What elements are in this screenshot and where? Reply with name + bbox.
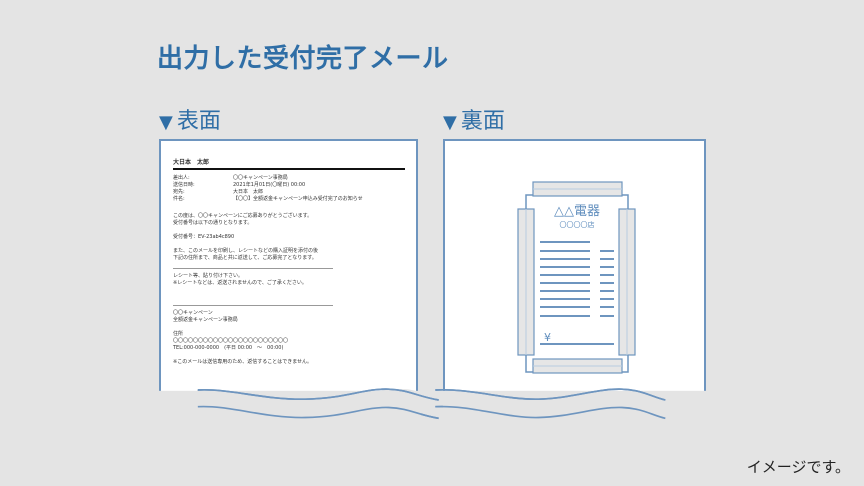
page-title: 出力した受付完了メール bbox=[157, 44, 449, 74]
header-key: 件名: bbox=[173, 196, 185, 202]
mail-body-line: また、このメールを印刷し、レシートなどの購入証明を添付の後 bbox=[173, 248, 319, 254]
triangle-down-icon: ▼ bbox=[159, 112, 173, 133]
footer-line: TEL:000-000-0000 (平日 00:00 〜 00:00) bbox=[173, 345, 284, 351]
mail-recipient: 大日本 太郎 bbox=[173, 159, 405, 170]
front-label-text: 表面 bbox=[176, 109, 221, 134]
mail-body-line: この度は、〇〇キャンペーンにご応募ありがとうございます。 bbox=[173, 213, 313, 219]
mail-header-row: 件名: 【〇〇】全額返金キャンペーン申込み受付完了のお知らせ bbox=[173, 196, 405, 203]
header-key: 宛先: bbox=[173, 189, 185, 195]
back-section-label: ▼裏面 bbox=[443, 103, 505, 135]
mail-header-row: 送信日時: 2021年1月01日(〇曜日) 00:00 bbox=[173, 182, 405, 189]
triangle-down-icon: ▼ bbox=[443, 112, 457, 133]
header-key: 差出人: bbox=[173, 175, 190, 181]
header-value: 〇〇キャンペーン事務局 bbox=[233, 175, 288, 181]
mail-body-line: 下記の住所まで、商品と共に返送して、ご応募完了となります。 bbox=[173, 255, 317, 261]
back-receipt-illustration: △△電器 〇〇〇〇店 ¥ bbox=[443, 139, 706, 417]
receipt-icon: △△電器 〇〇〇〇店 ¥ bbox=[517, 181, 636, 374]
divider bbox=[173, 305, 333, 306]
note-line: ※レシートなどは、返送されませんので、ご了承ください。 bbox=[173, 280, 307, 286]
header-value: 2021年1月01日(〇曜日) 00:00 bbox=[233, 182, 306, 188]
footer-line: ※このメールは送信専用のため、返信することはできません。 bbox=[173, 359, 313, 365]
mail-header-row: 宛先: 大日本 太郎 bbox=[173, 189, 405, 196]
note-line: レシート等、貼り付け下さい。 bbox=[173, 273, 244, 279]
back-label-text: 裏面 bbox=[460, 109, 505, 134]
reception-number: 受付番号：EV-23ab4c890 bbox=[173, 234, 235, 240]
torn-edge-wave-lines bbox=[197, 388, 666, 420]
header-key: 送信日時: bbox=[173, 182, 195, 188]
footer-line: 〇〇キャンペーン bbox=[173, 310, 213, 316]
divider bbox=[173, 268, 333, 269]
panel-mask bbox=[443, 404, 707, 420]
mail-header-row: 差出人: 〇〇キャンペーン事務局 bbox=[173, 175, 405, 182]
footer-line: 全額返金キャンペーン事務局 bbox=[173, 317, 238, 323]
footer-line: 〇〇〇〇〇〇〇〇〇〇〇〇〇〇〇〇〇〇〇〇〇〇〇 bbox=[173, 338, 289, 344]
panel-mask bbox=[159, 404, 421, 420]
front-mail-printout: 大日本 太郎 差出人: 〇〇キャンペーン事務局 送信日時: 2021年1月01日(〇… bbox=[159, 139, 418, 417]
image-disclaimer: イメージです。 bbox=[746, 458, 850, 476]
header-value: 大日本 太郎 bbox=[233, 189, 264, 195]
footer-line: 住所 bbox=[173, 331, 184, 337]
header-value: 【〇〇】全額返金キャンペーン申込み受付完了のお知らせ bbox=[233, 196, 363, 202]
front-section-label: ▼表面 bbox=[159, 103, 221, 135]
yen-symbol: ¥ bbox=[544, 331, 551, 344]
store-name: △△電器 bbox=[554, 204, 600, 219]
torn-edge-wave bbox=[72, 388, 792, 420]
mail-content: 大日本 太郎 差出人: 〇〇キャンペーン事務局 送信日時: 2021年1月01日(〇… bbox=[173, 159, 405, 366]
mail-body-line: 受付番号は以下の通りとなります。 bbox=[173, 220, 253, 226]
store-branch: 〇〇〇〇店 bbox=[560, 220, 595, 229]
